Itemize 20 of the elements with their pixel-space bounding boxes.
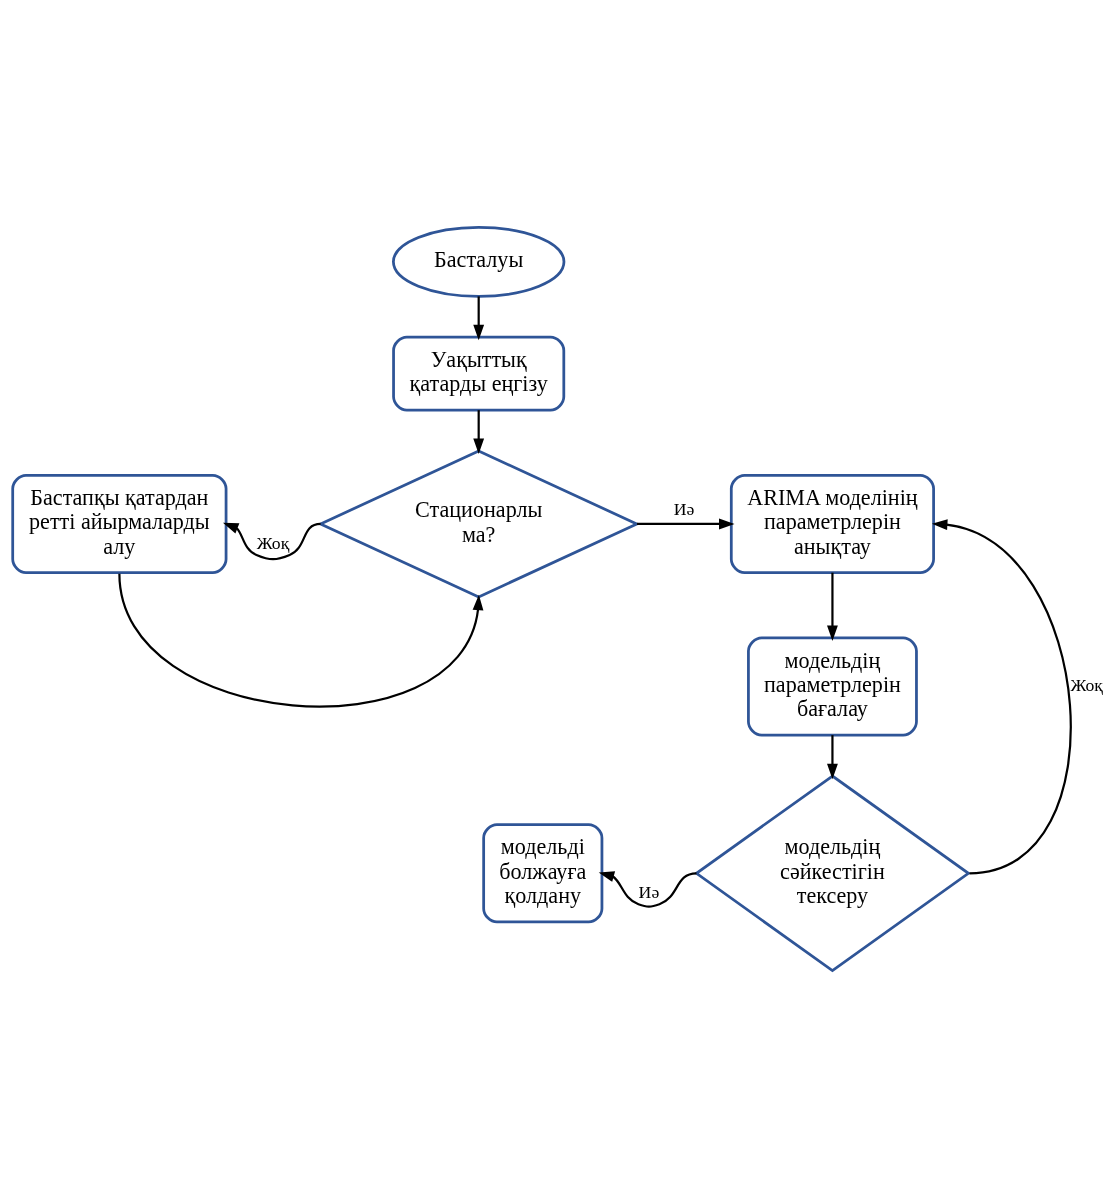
arrow — [473, 296, 485, 341]
arrow — [222, 522, 321, 561]
edge-label: Жоқ — [1070, 674, 1103, 695]
node-box: модельдің параметрлерін бағалау — [747, 636, 918, 737]
edge-label: Иә — [673, 498, 695, 519]
arrow — [118, 573, 484, 708]
arrow — [473, 410, 485, 455]
node-box: Уақыттық қатарды еңгізу — [392, 335, 566, 412]
arrow — [598, 871, 697, 908]
edge-label: Жоқ — [256, 533, 290, 554]
arrow — [636, 518, 735, 530]
node-box: ARIMA моделінің параметрлерін анықтау — [729, 473, 935, 574]
arrow — [931, 519, 1072, 875]
arrow — [827, 735, 838, 780]
node-ellipse: Басталуы — [392, 225, 566, 298]
arrow — [827, 572, 838, 641]
node-box: Бастапқы қатардан ретті айырмаларды алу — [11, 473, 228, 574]
edge-label: Иә — [638, 882, 660, 903]
node-diamond: модельдің сәйкестігін тексеру — [694, 774, 971, 973]
node-box: модельді болжауға қолдану — [482, 823, 604, 924]
